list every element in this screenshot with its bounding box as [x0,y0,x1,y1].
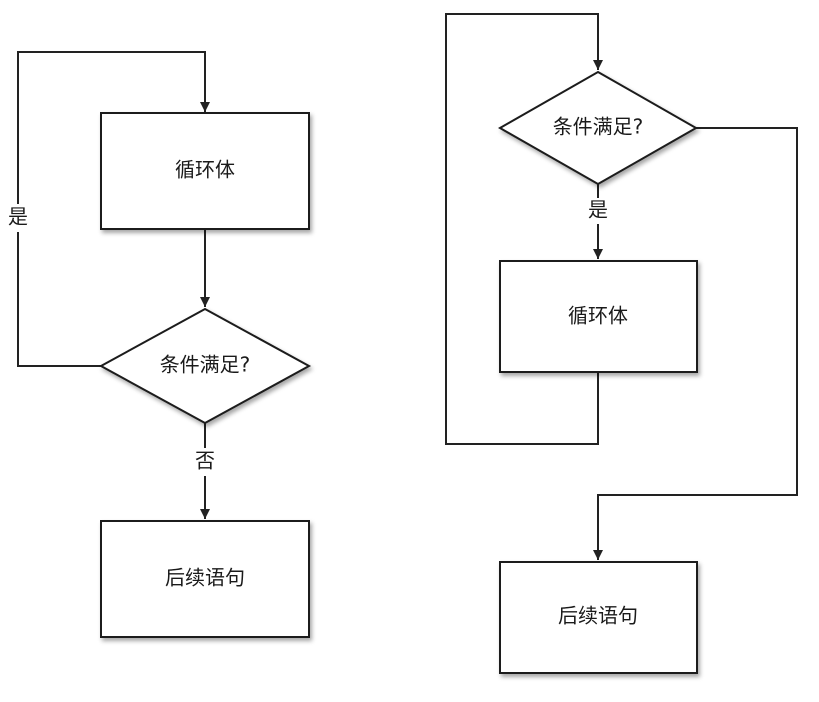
left-loop-back-connector [17,51,210,367]
right-loop-body-box [499,260,698,373]
left-flowchart: 循环体 条件满足? 是 否 后续语句 [4,51,312,638]
left-condition-diamond [98,307,312,425]
left-next-statement-label: 后续语句 [165,566,245,590]
left-no-label: 否 [195,449,215,473]
left-no-label-bg [191,448,219,476]
left-condition-label: 条件满足? [160,353,251,377]
right-condition-diamond [497,70,699,186]
left-yes-label-bg [4,204,32,232]
left-yes-label: 是 [8,205,28,229]
right-next-statement-box [499,561,698,674]
right-condition-label: 条件满足? [553,115,644,139]
right-yes-label-bg [584,198,612,224]
right-yes-label: 是 [588,198,608,222]
right-next-statement-label: 后续语句 [558,604,638,628]
right-flowchart: 条件满足? 是 循环体 后续语句 [445,13,798,674]
left-loop-body-box [100,112,310,230]
left-next-statement-box [100,520,310,638]
right-loop-body-label: 循环体 [568,304,628,328]
right-condition-to-next-connector [593,127,798,560]
right-loop-back-connector [445,13,603,445]
left-loop-body-label: 循环体 [175,158,235,182]
